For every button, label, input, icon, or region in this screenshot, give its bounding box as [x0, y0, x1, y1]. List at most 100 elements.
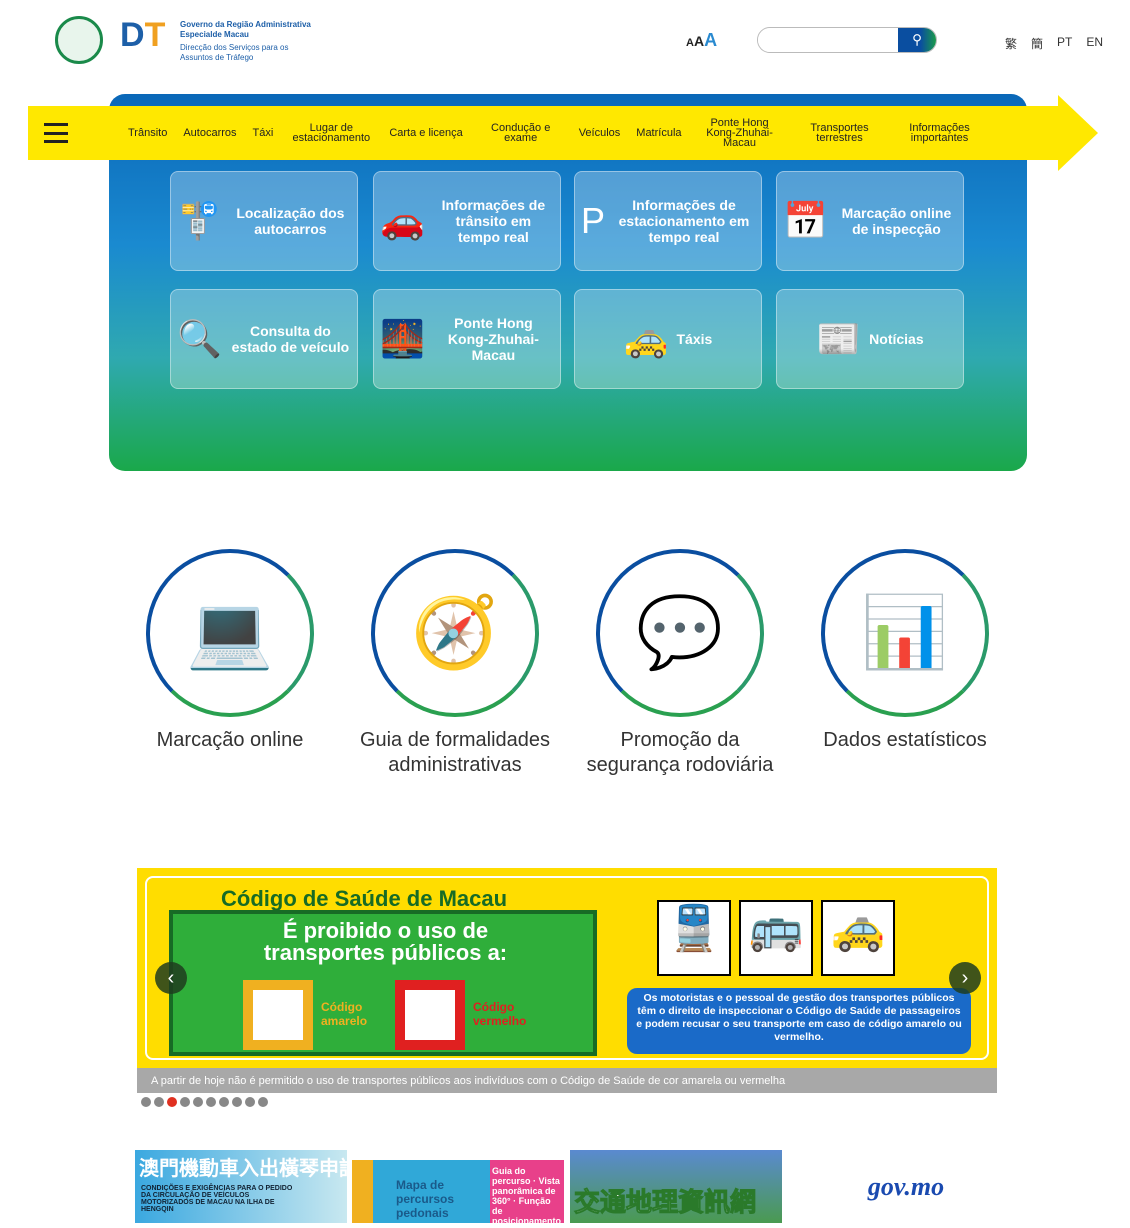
- menu-arrow: [1058, 95, 1098, 171]
- quick-tile[interactable]: 🔍 Consulta do estado de veículo: [170, 289, 358, 389]
- service-circle[interactable]: 📊: [821, 549, 989, 717]
- banner-green-panel: É proibido o uso de transportes públicos…: [169, 910, 597, 1056]
- gov-name-line2: Especialde Macau: [180, 30, 249, 39]
- tile-label: Ponte Hong Kong-Zhuhai-Macau: [447, 315, 539, 363]
- service-label[interactable]: Guia de formalidades administrativas: [359, 729, 551, 776]
- news-icon: 📰: [816, 318, 862, 359]
- quick-tile[interactable]: 🌉 Ponte Hong Kong-Zhuhai-Macau: [373, 289, 561, 389]
- search-icon: ⚲: [912, 32, 922, 47]
- link-traffic-gis[interactable]: 交通地理資訊網: [570, 1150, 782, 1223]
- macau-emblem: [55, 16, 103, 64]
- carousel-caption: A partir de hoje não é permitido o uso d…: [137, 1068, 997, 1093]
- link-title: 交通地理資訊網: [573, 1187, 757, 1218]
- carousel-next-button[interactable]: ›: [949, 962, 981, 994]
- lang-pt[interactable]: PT: [1057, 35, 1073, 49]
- menu-item[interactable]: Ponte Hong Kong-Zhuhai-Macau: [706, 117, 773, 149]
- search-box: ⚲: [757, 27, 937, 53]
- service-circle[interactable]: 💻: [146, 549, 314, 717]
- carousel-dot[interactable]: [180, 1097, 190, 1107]
- carousel-dot[interactable]: [219, 1097, 229, 1107]
- dept-name-line1: Direcção dos Serviços para os: [180, 43, 289, 52]
- menu-item[interactable]: Autocarros: [183, 127, 237, 139]
- link-pedestrian-map[interactable]: Mapa de percursos pedonais Guia do percu…: [352, 1160, 564, 1223]
- bridge-icon: 🌉: [380, 318, 425, 359]
- service-circle[interactable]: 💬: [596, 549, 764, 717]
- link-hengqin[interactable]: 澳門機動車入出橫琴申請須知 CONDIÇÕES E EXIGÊNCIAS PAR…: [135, 1150, 347, 1223]
- tile-label: Localização dos autocarros: [236, 205, 345, 237]
- traffic-camera-icon: 🚗: [380, 200, 425, 241]
- tile-label: Informações de estacionamento em tempo r…: [618, 197, 750, 245]
- carousel-dot[interactable]: [232, 1097, 242, 1107]
- dsat-logo[interactable]: DT: [120, 16, 166, 54]
- quick-tile[interactable]: P Informações de estacionamento em tempo …: [574, 171, 762, 271]
- menu-item[interactable]: Veículos: [578, 127, 621, 139]
- font-size-toggle[interactable]: AAA: [686, 30, 718, 50]
- laptop-check-icon: 💻: [186, 593, 274, 671]
- menu-item[interactable]: Transportes terrestres: [810, 122, 869, 144]
- menu-item[interactable]: Matrícula: [636, 127, 682, 139]
- carousel-prev-button[interactable]: ‹: [155, 962, 187, 994]
- carousel-dot[interactable]: [245, 1097, 255, 1107]
- gov-name-line1: Governo da Região Administrativa: [180, 20, 311, 29]
- taxi-icon: 🚕: [821, 900, 895, 976]
- parking-icon: P: [581, 200, 606, 241]
- tile-label: Consulta do estado de veículo: [231, 323, 350, 355]
- service-label[interactable]: Marcação online: [156, 729, 304, 751]
- quick-tile[interactable]: 📰 Notícias: [776, 289, 964, 389]
- carousel-dot[interactable]: [258, 1097, 268, 1107]
- lang-en[interactable]: EN: [1086, 35, 1104, 49]
- service-label[interactable]: Promoção da segurança rodoviária: [586, 729, 774, 776]
- red-code-label: Código vermelho: [473, 1000, 527, 1028]
- service-label[interactable]: Dados estatísticos: [823, 729, 987, 751]
- statistics-report-icon: 📊: [861, 593, 949, 671]
- chat-user-icon: 💬: [636, 593, 724, 671]
- menu-item[interactable]: Lugar de estacionamento: [292, 122, 371, 144]
- lang-simplified[interactable]: 簡: [1031, 37, 1044, 51]
- link-title: Mapa de percursos pedonais: [396, 1178, 455, 1220]
- yellow-qr-icon: [243, 980, 313, 1050]
- carousel-dot[interactable]: [193, 1097, 203, 1107]
- tile-label: Marcação online de inspecção: [841, 205, 952, 237]
- bus-stop-icon: 🚏: [177, 200, 222, 241]
- tile-label: Táxis: [676, 331, 713, 347]
- quick-tile[interactable]: 🚗Informações de trânsito em tempo real: [373, 171, 561, 271]
- tile-label: Notícias: [869, 331, 924, 347]
- menu-item[interactable]: Trânsito: [128, 127, 168, 139]
- carousel-dot[interactable]: [206, 1097, 216, 1107]
- carousel-dot[interactable]: [141, 1097, 151, 1107]
- menu-item[interactable]: Condução e exame: [491, 122, 551, 144]
- search-button[interactable]: ⚲: [898, 28, 936, 52]
- compass-book-icon: 🧭: [411, 593, 499, 671]
- menu-item[interactable]: Carta e licença: [389, 127, 463, 139]
- red-qr-icon: [395, 980, 465, 1050]
- carousel-dot[interactable]: [167, 1097, 177, 1107]
- taxi-icon: 🚕: [623, 318, 669, 359]
- main-menu: Trânsito Autocarros Táxi Lugar de estaciona…: [120, 106, 990, 160]
- logo-text: Governo da Região Administrativa Especia…: [180, 20, 311, 63]
- menu-item[interactable]: Táxi: [252, 127, 274, 139]
- dept-name-line2: Assuntos de Tráfego: [180, 53, 254, 62]
- language-switcher: 繁 簡 PT EN: [1005, 35, 1103, 52]
- car-search-icon: 🔍: [177, 318, 222, 359]
- calendar-car-icon: 📅: [783, 200, 828, 241]
- carousel-slide[interactable]: Código de Saúde de Macau É proibido o us…: [137, 868, 997, 1068]
- quick-tile[interactable]: 🚏 Localização dos autocarros: [170, 171, 358, 271]
- hamburger-menu-icon[interactable]: [44, 123, 68, 143]
- banner-notice: Os motoristas e o pessoal de gestão dos …: [627, 988, 971, 1054]
- link-title: 澳門機動車入出橫琴申請須知: [139, 1158, 347, 1180]
- link-gov-mo[interactable]: gov.mo: [800, 1150, 1012, 1223]
- link-subtitle: CONDIÇÕES E EXIGÊNCIAS PARA O PEDIDO DA …: [141, 1185, 293, 1213]
- service-circle[interactable]: 🧭: [371, 549, 539, 717]
- banner-headline: É proibido o uso de transportes públicos…: [263, 918, 508, 965]
- quick-tile[interactable]: 🚕 Táxis: [574, 289, 762, 389]
- menu-item[interactable]: Informações importantes: [909, 122, 970, 144]
- search-input[interactable]: [758, 28, 898, 52]
- quick-tile[interactable]: 📅 Marcação online de inspecção: [776, 171, 964, 271]
- carousel-dots: [141, 1097, 268, 1107]
- carousel-dot[interactable]: [154, 1097, 164, 1107]
- banner-title: Código de Saúde de Macau: [221, 886, 508, 911]
- transport-icons: 🚆 🚌 🚕: [657, 900, 895, 976]
- bus-icon: 🚌: [739, 900, 813, 976]
- yellow-code-label: Código amarelo: [321, 1000, 368, 1028]
- lang-traditional[interactable]: 繁: [1005, 37, 1018, 51]
